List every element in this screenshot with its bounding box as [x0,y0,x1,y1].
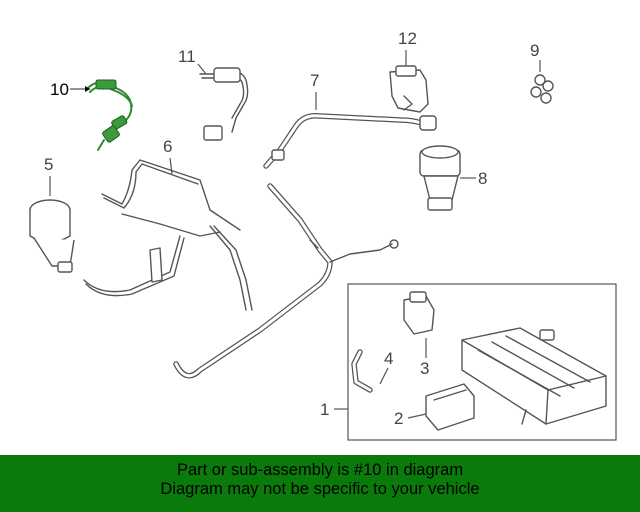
callout-10: 10 [50,80,69,99]
banner-line-1: Part or sub-assembly is #10 in diagram [176,461,464,479]
part-7-vacuum-tube[interactable] [263,112,437,169]
part-3-solenoid[interactable] [403,291,435,335]
callout-1: 1 [320,400,329,419]
part-2-bracket[interactable] [425,383,475,431]
main-hose [173,183,399,379]
callout-11: 11 [178,47,196,66]
part-5-vapor-valve[interactable] [29,199,75,273]
part-6-tube-assembly[interactable] [83,159,253,311]
parts-diagram: 10 11 12 9 7 8 [29,29,617,441]
part-8-egr-valve[interactable] [419,145,461,211]
callout-5: 5 [44,155,53,174]
callout-10-arrow [85,86,90,92]
part-11-sensor-harness[interactable] [199,67,249,141]
banner-line-2: Diagram may not be specific to your vehi… [160,480,480,498]
fitment-banner: Part or sub-assembly is #10 in diagram D… [0,455,640,512]
callout-2: 2 [394,409,403,428]
inset-box [347,283,617,441]
callout-12: 12 [398,29,417,48]
callout-6: 6 [163,137,172,156]
part-4-hose[interactable] [351,349,373,393]
callout-9: 9 [530,41,539,60]
part-1-canister[interactable] [461,327,607,425]
part-12-purge-valve[interactable] [389,65,429,113]
callout-4: 4 [384,349,393,368]
callout-8: 8 [478,169,487,188]
callout-7: 7 [310,71,319,90]
callout-3: 3 [420,359,429,378]
part-9-o-rings[interactable] [530,74,554,104]
part-10-oxygen-sensor[interactable] [87,79,133,151]
